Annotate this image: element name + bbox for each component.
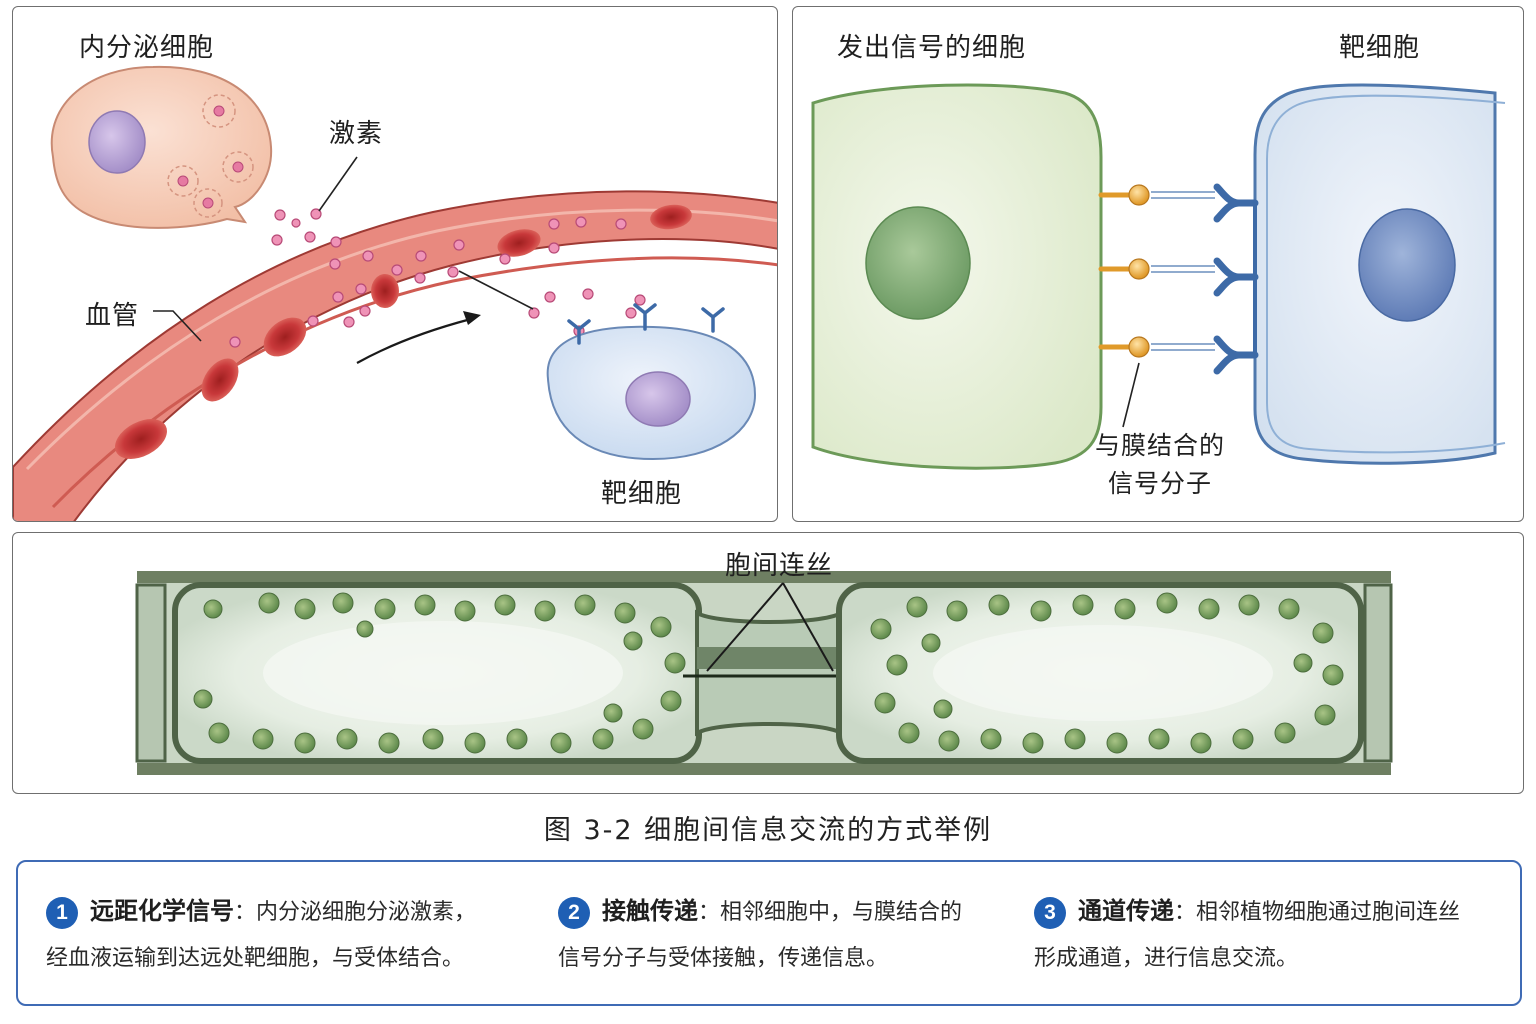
legend-item-contact: 2 接触传递：相邻细胞中，与膜结合的 信号分子与受体接触，传递信息。	[558, 888, 1018, 982]
legend-text-line2: 经血液运输到达远处靶细胞，与受体结合。	[46, 946, 465, 971]
signal-cell	[811, 83, 1103, 470]
plant-cell-right	[836, 582, 1364, 764]
receptor-icons	[567, 303, 725, 345]
membrane-molecule-label: 与膜结合的 信号分子	[1085, 427, 1235, 503]
legend-title: 远距化学信号	[90, 897, 234, 925]
number-badge: 3	[1034, 897, 1066, 929]
blood-flow-arrow	[356, 311, 481, 364]
signal-cell-label: 发出信号的细胞	[837, 33, 1027, 63]
molecule-leader-line	[1122, 362, 1140, 428]
red-blood-cells	[115, 204, 692, 459]
panel-endocrine-signaling: 内分泌细胞 激素 血管 靶细胞	[12, 6, 778, 522]
legend-text-line2: 信号分子与受体接触，传递信息。	[558, 946, 889, 971]
membrane-molecule-label-line1: 与膜结合的	[1094, 431, 1225, 460]
figure-caption: 图 3-2 细胞间信息交流的方式举例	[543, 815, 993, 846]
legend-item-long-distance: 1 远距化学信号：内分泌细胞分泌激素， 经血液运输到达远处靶细胞，与受体结合。	[46, 888, 526, 982]
panel-plasmodesmata: 胞间连丝	[12, 532, 1524, 794]
legend-text: ：内分泌细胞分泌激素，	[234, 900, 477, 925]
hormone-label: 激素	[329, 119, 384, 149]
number-badge: 2	[558, 897, 590, 929]
legend-item-channel: 3 通道传递：相邻植物细胞通过胞间连丝 形成通道，进行信息交流。	[1034, 888, 1504, 982]
target-cell	[1253, 83, 1506, 465]
legend-text: ：相邻植物细胞通过胞间连丝	[1174, 900, 1461, 925]
legend-title: 通道传递	[1078, 897, 1174, 925]
endocrine-cell-label: 内分泌细胞	[79, 33, 215, 63]
target-cell	[546, 303, 757, 461]
number-badge: 1	[46, 897, 78, 929]
blood-vessel-label: 血管	[85, 301, 140, 331]
endocrine-cell	[50, 65, 273, 229]
membrane-molecule-label-line2: 信号分子	[1107, 469, 1212, 498]
connecting-channel	[683, 609, 857, 737]
membrane-signal-molecules	[1098, 184, 1150, 358]
legend-text: ：相邻细胞中，与膜结合的	[698, 900, 963, 925]
plasmodesmata-pointer	[706, 582, 834, 672]
endocrine-illustration	[13, 65, 777, 521]
legend-text-line2: 形成通道，进行信息交流。	[1034, 946, 1299, 971]
target-cell-label: 靶细胞	[601, 479, 683, 509]
contact-lines	[1151, 191, 1215, 351]
chloroplasts	[193, 592, 1344, 754]
plasmodesmata-label: 胞间连丝	[725, 551, 834, 581]
contact-illustration	[811, 83, 1506, 470]
legend-box: 1 远距化学信号：内分泌细胞分泌激素， 经血液运输到达远处靶细胞，与受体结合。 2…	[16, 860, 1522, 1006]
legend-title: 接触传递	[602, 897, 698, 925]
receptor-icons	[1213, 183, 1259, 375]
plant-cell-left	[172, 582, 702, 764]
leader-lines	[153, 156, 534, 342]
panel-contact-signaling: 发出信号的细胞 靶细胞 与膜结合的 信号分子	[792, 6, 1524, 522]
plant-cell-micrograph	[135, 571, 1393, 775]
hormone-particles	[229, 208, 646, 348]
target-cell-label-b: 靶细胞	[1339, 33, 1421, 63]
